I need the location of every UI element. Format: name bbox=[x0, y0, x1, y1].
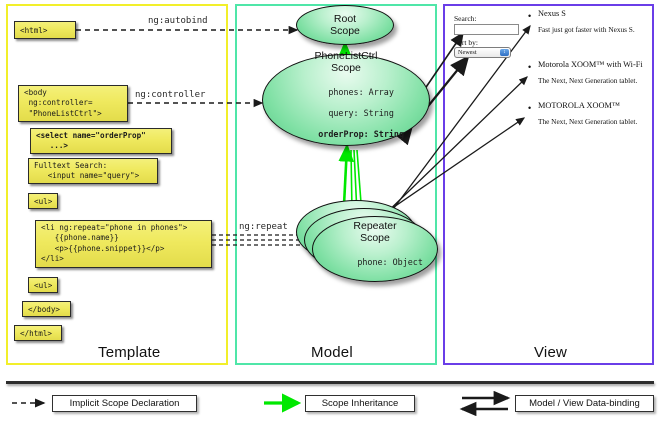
code-box-fulltext-search: Fulltext Search: <input name="query"> bbox=[28, 158, 158, 184]
code-box-html-close: </html> bbox=[14, 325, 62, 341]
code-box-ul-close: <ul> bbox=[28, 277, 58, 293]
sort-by-select[interactable]: Newest ↕ bbox=[454, 47, 511, 58]
legend-icon-double-arrow bbox=[459, 390, 511, 417]
edge-label-ng-autobind: ng:autobind bbox=[148, 16, 208, 26]
code-box-html-open: <html> bbox=[14, 21, 76, 39]
edge-label-ng-controller: ng:controller bbox=[135, 90, 206, 100]
code-box-select-orderprop: <select name="orderProp" ...> bbox=[30, 128, 172, 154]
panel-view bbox=[443, 4, 654, 365]
code-box-body-open: <body ng:controller= "PhoneListCtrl"> bbox=[18, 85, 128, 122]
phone-snippet: Fast just got faster with Nexus S. bbox=[538, 25, 635, 34]
ellipse-root-scope: Root Scope bbox=[296, 5, 394, 45]
code-box-ul-open: <ul> bbox=[28, 193, 58, 209]
phone-snippet: The Next, Next Generation tablet. bbox=[538, 76, 638, 85]
root-scope-title-line1: Root bbox=[333, 12, 357, 25]
legend-divider bbox=[6, 381, 654, 384]
phonelist-scope-title-line1: PhoneListCtrl bbox=[314, 50, 378, 63]
chevron-updown-icon: ↕ bbox=[500, 49, 509, 56]
phone-name: Nexus S bbox=[538, 9, 566, 18]
panel-label-view: View bbox=[534, 344, 568, 361]
search-input[interactable] bbox=[454, 24, 519, 35]
list-bullet-icon: • bbox=[528, 62, 532, 72]
edge-label-ng-repeat: ng:repeat bbox=[239, 222, 288, 232]
phone-snippet: The Next, Next Generation tablet. bbox=[538, 117, 638, 126]
phonelist-scope-prop-query: query: String bbox=[328, 107, 394, 118]
phonelist-scope-prop-phones: phones: Array bbox=[328, 86, 394, 97]
phone-name: Motorola XOOM™ with Wi-Fi bbox=[538, 60, 643, 69]
list-bullet-icon: • bbox=[528, 11, 532, 21]
phonelist-scope-title-line2: Scope bbox=[331, 62, 361, 75]
panel-label-model: Model bbox=[311, 344, 353, 361]
legend-label-implicit-scope-declaration: Implicit Scope Declaration bbox=[52, 395, 197, 412]
repeater-scope-prop-phone: phone: Object bbox=[357, 256, 423, 267]
panel-label-template: Template bbox=[98, 344, 161, 361]
sort-by-selected-value: Newest bbox=[458, 49, 477, 56]
ellipse-repeater-scope: Repeater Scope phone: Object bbox=[312, 216, 438, 282]
repeater-scope-title-line1: Repeater bbox=[353, 220, 397, 233]
ellipse-phonelistctrl-scope: PhoneListCtrl Scope phones: Array query:… bbox=[262, 50, 430, 146]
phonelist-scope-prop-orderprop: orderProp: String bbox=[318, 128, 404, 139]
code-box-li-ng-repeat: <li ng:repeat="phone in phones"> {{phone… bbox=[35, 220, 212, 268]
phone-name: MOTOROLA XOOM™ bbox=[538, 101, 620, 110]
root-scope-title-line2: Scope bbox=[330, 25, 360, 37]
legend-label-scope-inheritance: Scope Inheritance bbox=[305, 395, 415, 412]
sort-by-label: Sort by: bbox=[454, 38, 478, 47]
list-bullet-icon: • bbox=[528, 103, 532, 113]
code-box-body-close: </body> bbox=[22, 301, 71, 317]
repeater-scope-title-line2: Scope bbox=[360, 232, 390, 245]
search-label: Search: bbox=[454, 14, 477, 23]
legend-label-model-view-data-binding: Model / View Data-binding bbox=[515, 395, 654, 412]
